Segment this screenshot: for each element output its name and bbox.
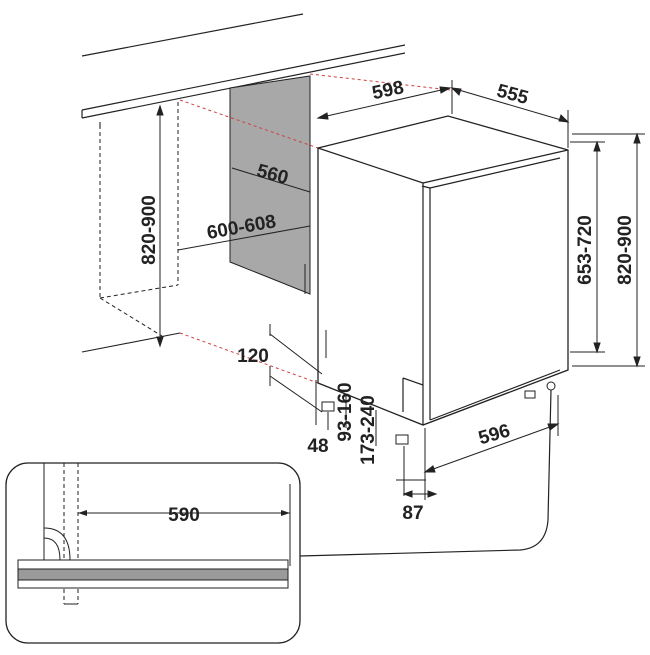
- label-door-offset: 87: [402, 503, 423, 524]
- cabinet-outline: [99, 102, 179, 337]
- dim-appliance-height: [570, 140, 605, 354]
- dim-base-recess: [269, 324, 327, 413]
- label-door-width: 596: [476, 420, 512, 449]
- label-base-recess: 120: [237, 346, 269, 367]
- label-niche-height: 820-900: [139, 195, 160, 265]
- dim-niche-width-range: [177, 225, 311, 251]
- dim-overall-height: [572, 132, 645, 368]
- label-foot: 48: [307, 436, 328, 457]
- dim-appliance-depth: [450, 80, 570, 148]
- dim-niche-height: [156, 104, 164, 348]
- dim-appliance-width: [316, 86, 452, 120]
- label-plinth-a: 93-160: [335, 382, 356, 441]
- dim-door-width: [423, 395, 560, 500]
- dim-door-offset: [402, 446, 438, 498]
- appliance-body: [317, 115, 569, 426]
- label-plinth-b: 173-240: [358, 395, 379, 465]
- detail-callout-line: [299, 389, 552, 557]
- detail-inset: [5, 462, 301, 644]
- cabinet-base: [81, 122, 181, 353]
- label-appliance-height: 653-720: [575, 215, 596, 285]
- label-overall-height: 820-900: [615, 215, 636, 285]
- label-appliance-depth: 555: [494, 81, 530, 110]
- niche-guides: [179, 73, 451, 384]
- dim-foot: [315, 380, 329, 430]
- appliance-edges: [317, 147, 569, 425]
- label-detail-width: 590: [168, 505, 200, 526]
- dim-niche-width-inner: [231, 167, 311, 193]
- dim-plinth-b: [375, 410, 426, 481]
- niche-back-panel: [229, 75, 311, 295]
